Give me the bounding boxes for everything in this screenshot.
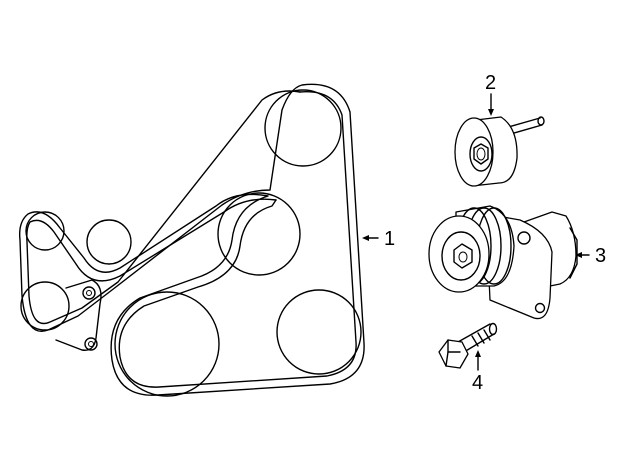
pulley-left-lower xyxy=(20,281,70,331)
tensioner-bolt xyxy=(438,322,498,369)
pulley-idler-small xyxy=(86,219,132,265)
callout-2: 2 xyxy=(485,72,496,94)
callout-4: 4 xyxy=(472,372,483,394)
pulley-top xyxy=(264,89,342,167)
serpentine-belt xyxy=(18,83,365,397)
pulley-middle xyxy=(217,192,301,276)
belt-tensioner xyxy=(428,205,578,320)
pulley-left-upper xyxy=(25,211,65,251)
idler-pulley xyxy=(454,116,545,187)
callout-1: 1 xyxy=(384,228,395,250)
pulley-crank xyxy=(114,291,220,397)
callout-3: 3 xyxy=(595,245,606,267)
pulley-bottom-right xyxy=(276,289,362,375)
callout-leaders xyxy=(362,93,590,371)
